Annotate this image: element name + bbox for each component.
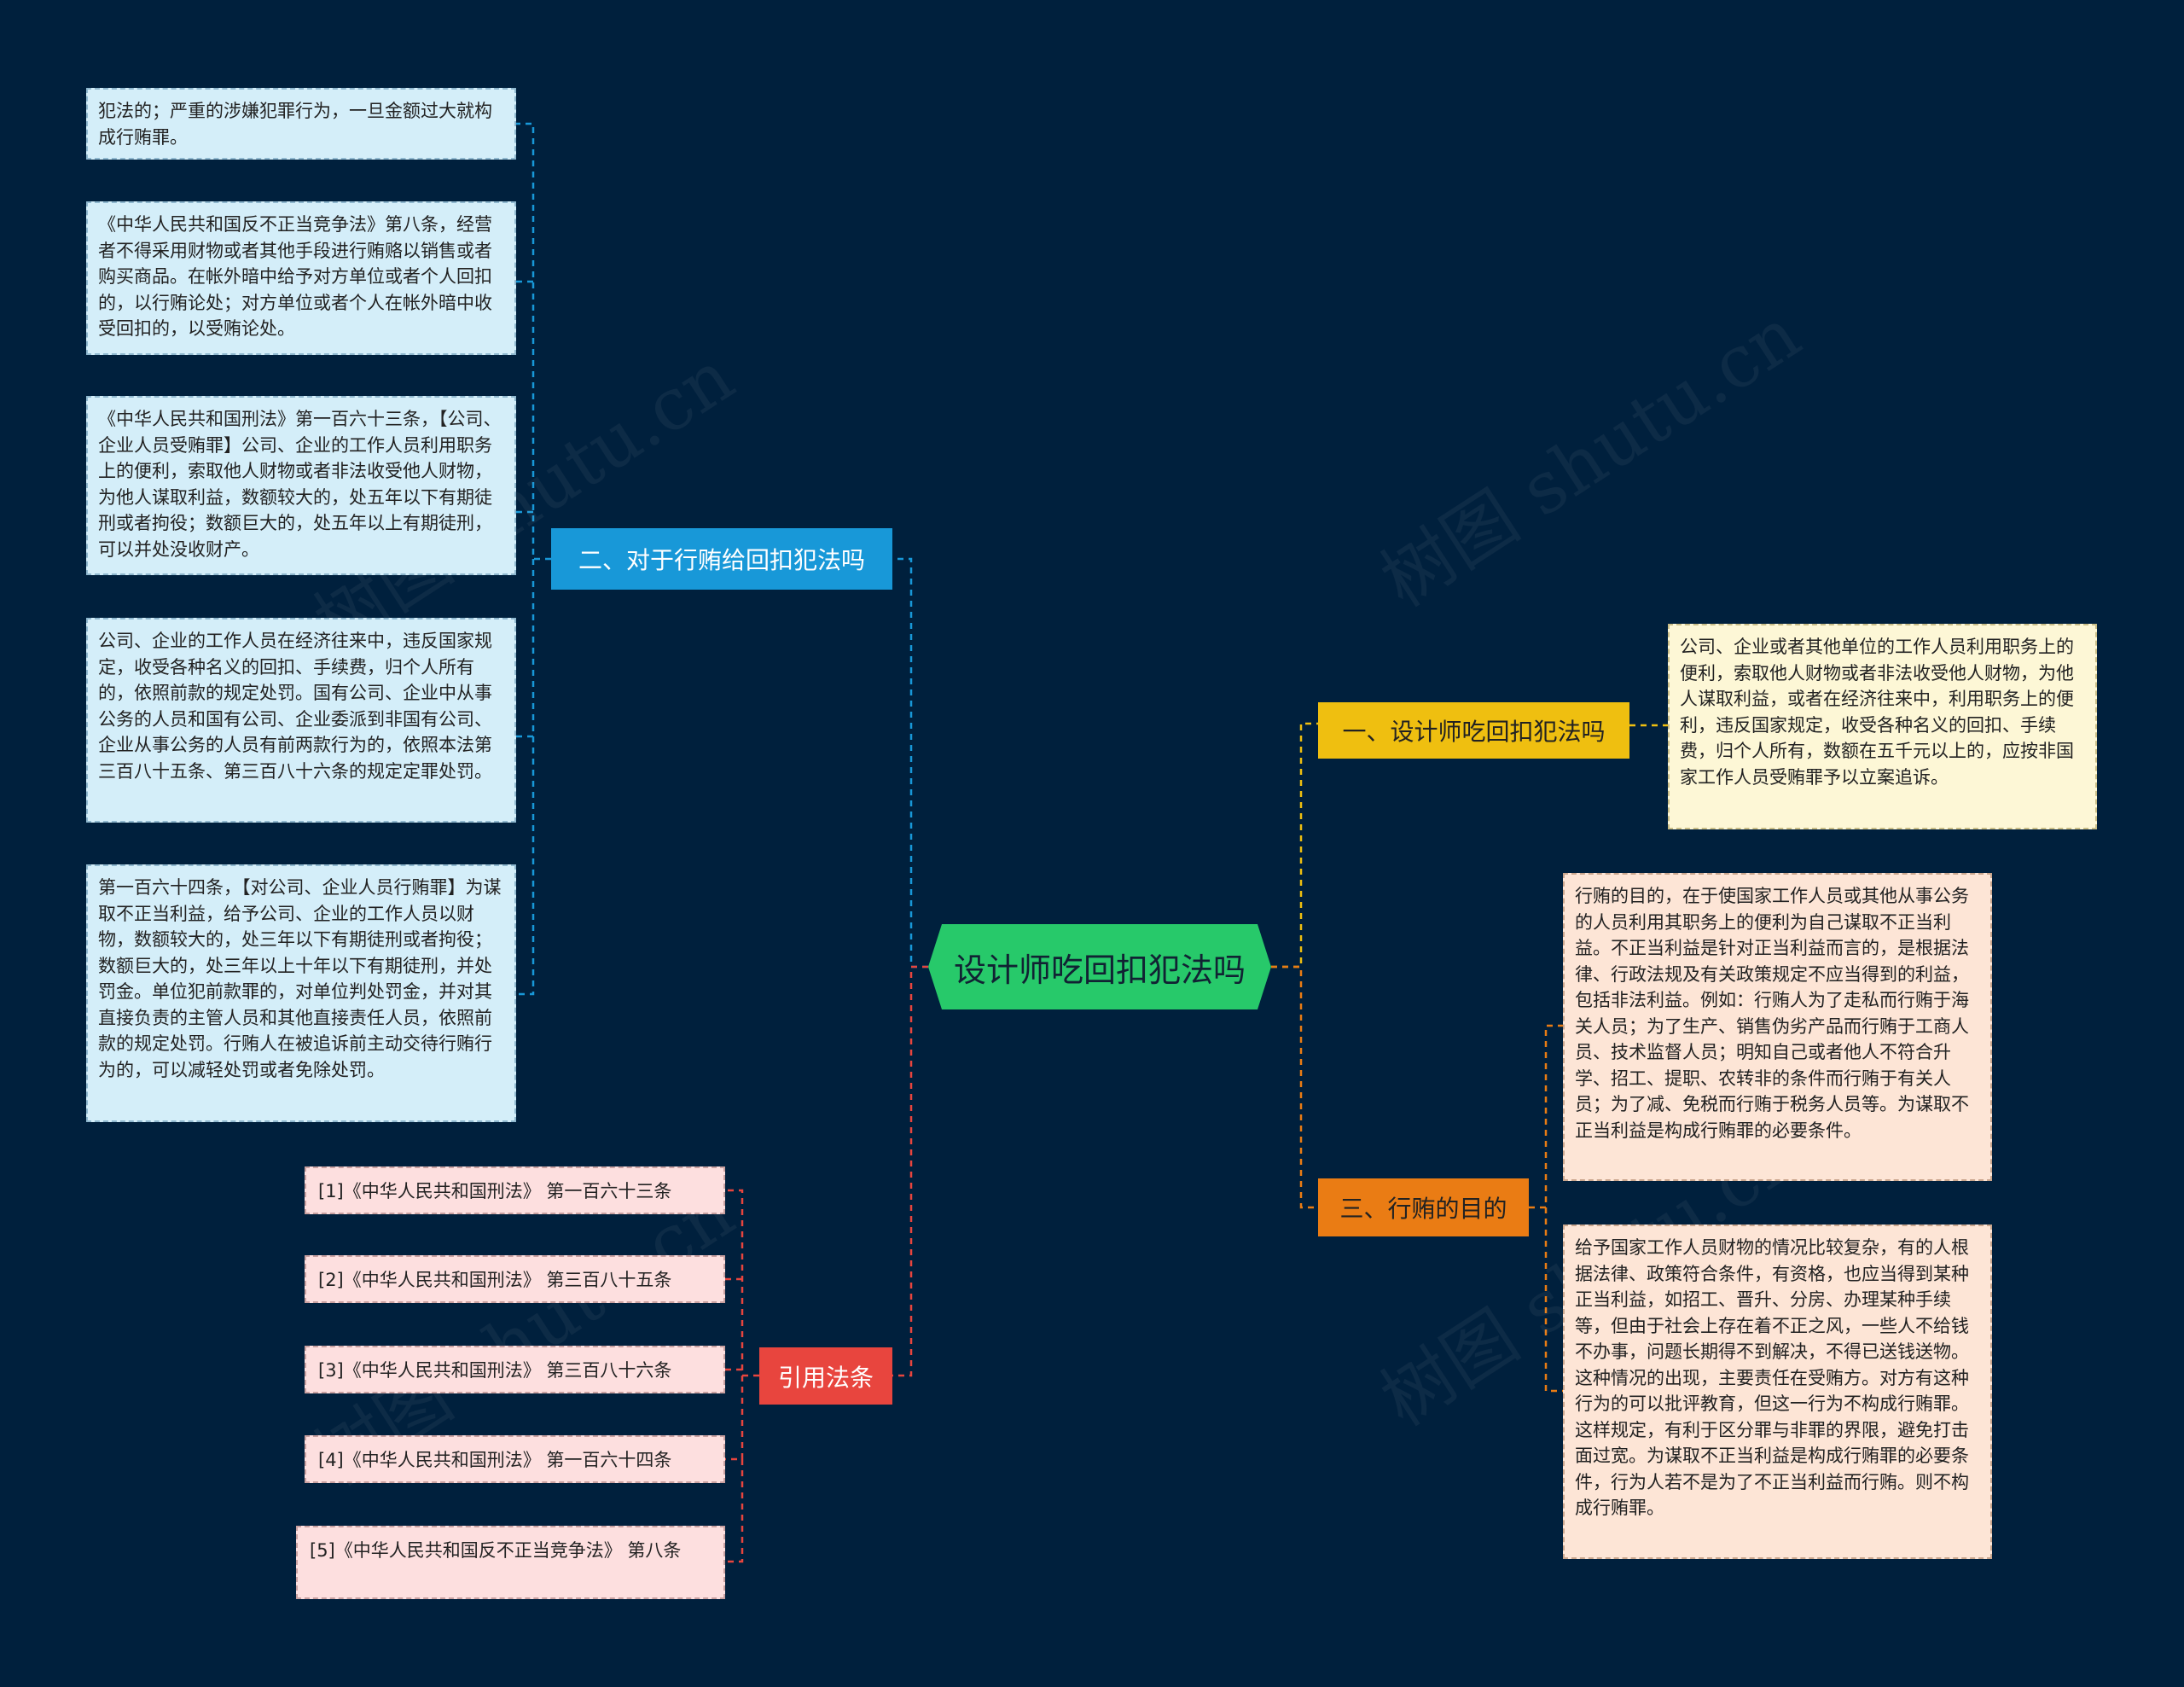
leaf-b4-1[interactable]: [1]《中华人民共和国刑法》 第一百六十三条 (305, 1166, 725, 1214)
link-root-b4 (892, 965, 928, 1377)
branch-topic-1[interactable]: 一、设计师吃回扣犯法吗 (1318, 702, 1629, 759)
leaf-b2-1[interactable]: 犯法的；严重的涉嫌犯罪行为，一旦金额过大就构成行贿罪。 (86, 88, 516, 160)
link-b2-leaves (516, 122, 551, 996)
link-root-b3 (1271, 965, 1318, 1209)
leaf-b4-2[interactable]: [2]《中华人民共和国刑法》 第三百八十五条 (305, 1255, 725, 1303)
link-root-b2 (892, 557, 928, 969)
branch-topic-2[interactable]: 二、对于行贿给回扣犯法吗 (551, 528, 892, 590)
link-b3-leaves (1529, 1024, 1563, 1393)
leaf-b2-3[interactable]: 《中华人民共和国刑法》第一百六十三条，【公司、企业人员受贿罪】公司、企业的工作人… (86, 396, 516, 575)
leaf-b2-5[interactable]: 第一百六十四条，【对公司、企业人员行贿罪】为谋取不正当利益，给予公司、企业的工作… (86, 864, 516, 1122)
leaf-b2-4[interactable]: 公司、企业的工作人员在经济往来中，违反国家规定，收受各种名义的回扣、手续费，归个… (86, 618, 516, 823)
leaf-b2-2[interactable]: 《中华人民共和国反不正当竞争法》第八条，经营者不得采用财物或者其他手段进行贿赂以… (86, 201, 516, 355)
leaf-b4-3[interactable]: [3]《中华人民共和国刑法》 第三百八十六条 (305, 1346, 725, 1393)
leaf-b4-4[interactable]: [4]《中华人民共和国刑法》 第一百六十四条 (305, 1435, 725, 1483)
branch-topic-3[interactable]: 三、行贿的目的 (1318, 1178, 1529, 1236)
branch-topic-4[interactable]: 引用法条 (759, 1347, 892, 1405)
leaf-b3-1[interactable]: 行贿的目的，在于使国家工作人员或其他从事公务的人员利用其职务上的便利为自己谋取不… (1563, 873, 1992, 1181)
leaf-b3-2[interactable]: 给予国家工作人员财物的情况比较复杂，有的人根据法律、政策符合条件，有资格，也应当… (1563, 1225, 1992, 1559)
link-root-b1 (1271, 722, 1318, 969)
leaf-b1-1[interactable]: 公司、企业或者其他单位的工作人员利用职务上的便利，索取他人财物或者非法收受他人财… (1668, 624, 2097, 829)
leaf-b4-5[interactable]: [5]《中华人民共和国反不正当竞争法》 第八条 (296, 1526, 725, 1599)
root-topic[interactable]: 设计师吃回扣犯法吗 (928, 924, 1271, 1009)
